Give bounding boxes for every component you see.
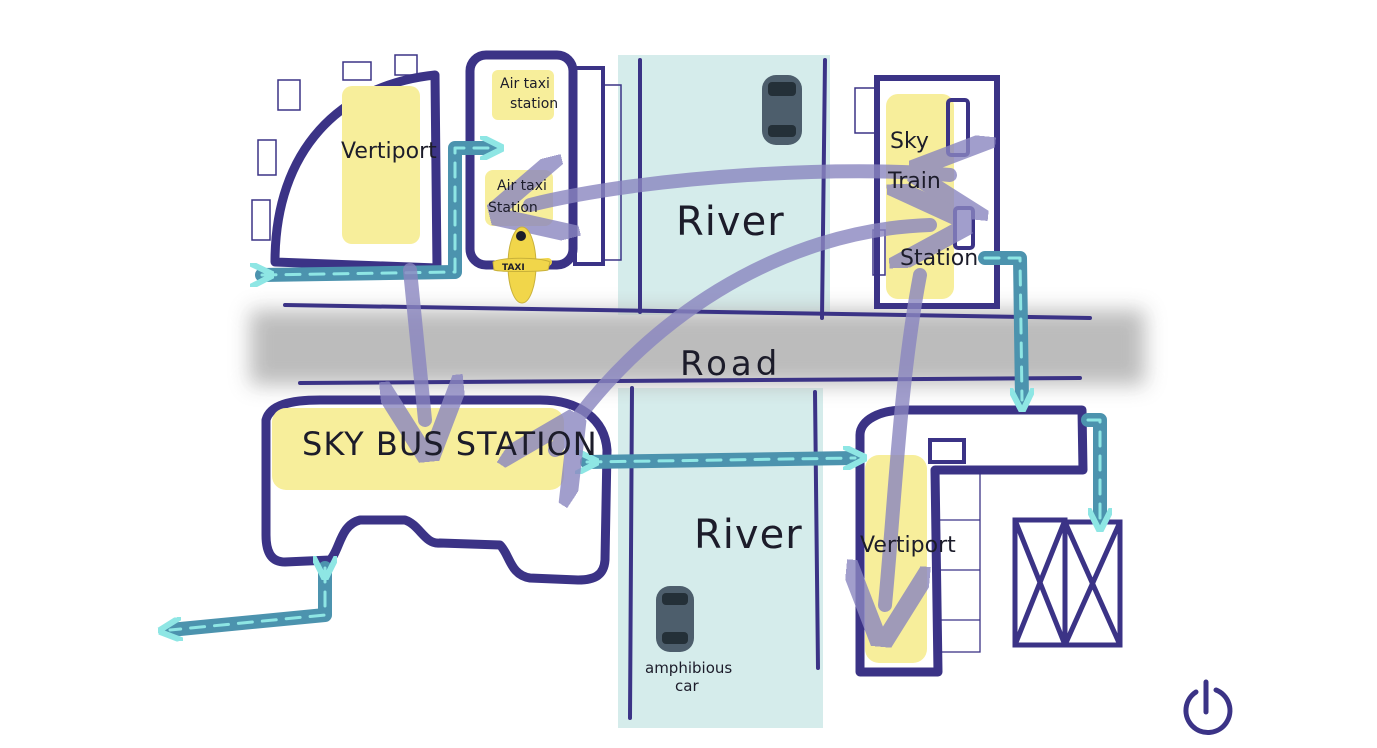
vertiport-top-label: Vertiport (341, 139, 437, 164)
car-icon (762, 75, 802, 145)
sky-train-line2: Train (887, 169, 941, 194)
cargo-crates (1012, 517, 1123, 648)
air-taxi-station-1-label: Air taxi station (500, 76, 558, 112)
amphibious-car-label: amphibious car (645, 659, 737, 695)
vertiport-bottom-label: Vertiport (860, 533, 956, 558)
river-bottom-label: River (694, 512, 803, 558)
air-taxi-station-1-line2: station (510, 96, 558, 112)
amphibious-car-icon (656, 586, 694, 652)
sky-train-line1: Sky (890, 129, 929, 154)
air-taxi-station-1-line1: Air taxi (500, 76, 550, 92)
air-taxi-tag: TAXI (502, 263, 525, 273)
sky-train-line3: Station (900, 246, 978, 271)
river-bottom (618, 388, 823, 728)
air-taxi-station-2-line1: Air taxi (497, 178, 547, 194)
amphibious-car-line2: car (675, 677, 699, 695)
air-taxi-station-2-label: Air taxi Station (488, 178, 551, 216)
power-icon[interactable] (1183, 679, 1233, 735)
amphibious-car-line1: amphibious (645, 659, 732, 677)
air-taxi-icon (492, 226, 552, 304)
route-arrows (410, 171, 950, 605)
road-label: Road (680, 344, 781, 384)
sky-bus-station-label: SKY BUS STATION (302, 425, 598, 463)
river-top-label: River (676, 199, 785, 245)
sky-train-station-label: Sky Train Station (887, 129, 978, 271)
air-taxi-station-2-line2: Station (488, 200, 538, 216)
